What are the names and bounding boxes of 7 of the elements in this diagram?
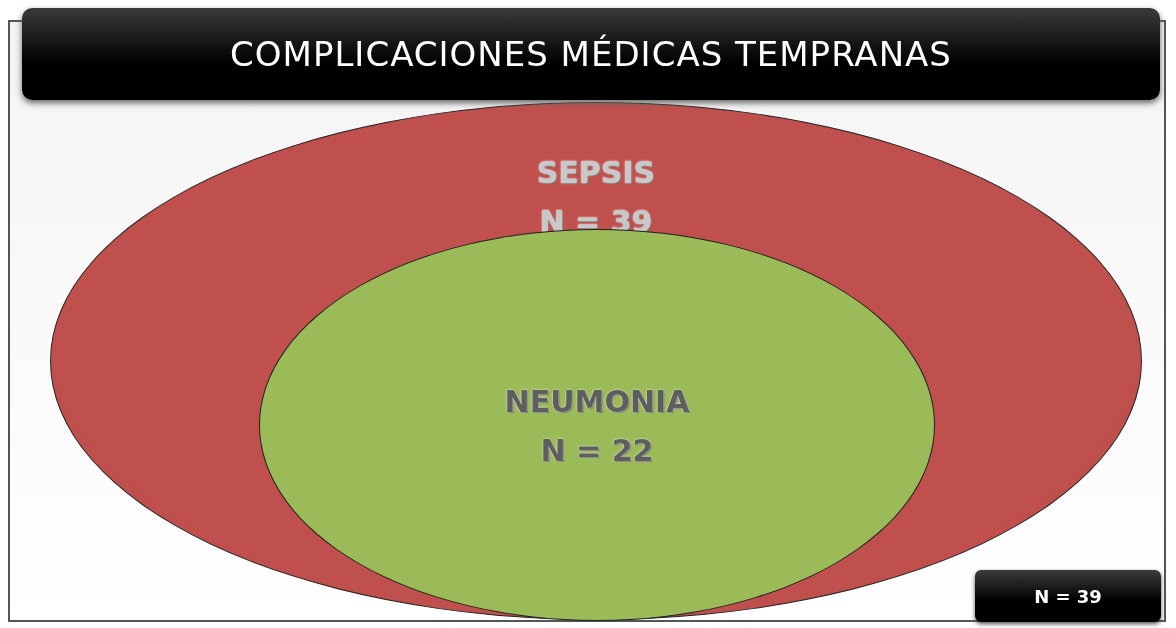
category-label: NEUMONIA [504,384,690,419]
category-label: SEPSIS [536,155,656,190]
count-label: N = 39 [539,204,653,239]
total-count-box [975,570,1161,622]
title-bar: COMPLICACIONES MÉDICAS TEMPRANAS [22,8,1160,100]
count-label: N = 39 [1034,585,1102,607]
count-label: N = 22 [540,433,654,468]
